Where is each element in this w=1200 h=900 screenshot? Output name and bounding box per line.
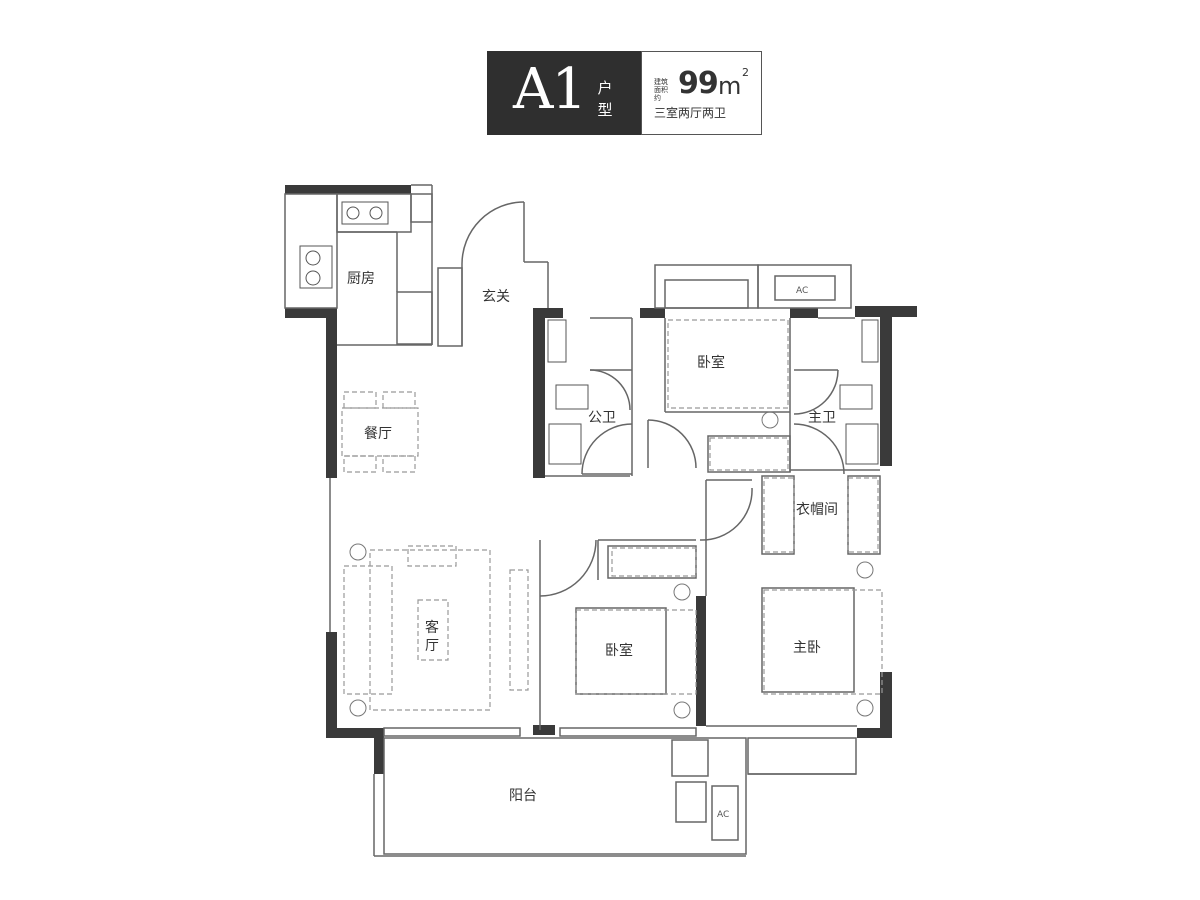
unit-type-suffix: 户型 <box>597 79 613 119</box>
interior-lines <box>284 184 881 857</box>
public-bath-label: 公卫 <box>588 410 616 426</box>
dining-label: 餐厅 <box>364 426 392 442</box>
area-value: 99 <box>678 66 719 101</box>
lamps <box>349 411 874 719</box>
master-bedroom-label: 主卧 <box>793 640 821 656</box>
kitchen-appliances <box>299 201 389 289</box>
living-label-2: 厅 <box>425 638 439 654</box>
area-unit-superscript: 2 <box>742 66 749 79</box>
unit-info-block: 建筑面积约 99 m 2 三室两厅两卫 <box>641 51 762 135</box>
kitchen-label: 厨房 <box>347 271 375 287</box>
floorplan-header: A1 户型 建筑面积约 99 m 2 三室两厅两卫 <box>487 51 762 135</box>
unit-type-code: A1 <box>513 57 587 122</box>
cloakroom-label: 衣帽间 <box>796 502 838 518</box>
area-label: 建筑面积约 <box>654 78 668 102</box>
furniture <box>341 319 883 711</box>
balcony-label: 阳台 <box>509 788 537 804</box>
layout-description: 三室两厅两卫 <box>654 106 727 120</box>
room-labels: 厨房 玄关 餐厅 客 厅 公卫 卧室 主卫 衣帽间 卧室 主卧 阳台 AC AC <box>347 271 838 820</box>
ac-top-label: AC <box>796 286 808 296</box>
master-bath-label: 主卫 <box>808 410 836 426</box>
walls <box>285 185 917 774</box>
north-bedroom-label: 卧室 <box>697 354 725 371</box>
bath-fixtures <box>547 319 879 465</box>
entrance-label: 玄关 <box>482 288 510 305</box>
living-label-1: 客 <box>425 619 439 636</box>
unit-type-block: A1 户型 <box>487 51 641 135</box>
south-bedroom-label: 卧室 <box>605 642 633 659</box>
area-unit: m <box>718 72 742 100</box>
ac-balcony-label: AC <box>717 810 729 820</box>
